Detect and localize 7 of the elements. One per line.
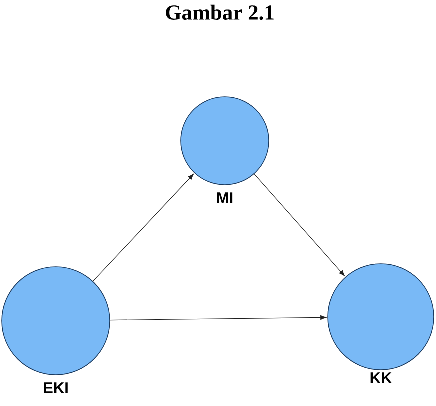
node-label: EKI [44,382,68,394]
title: Gambar 2.1 [166,4,274,20]
arrow [254,174,346,276]
node-label: MI [217,192,233,204]
arrow [110,315,327,321]
node-label: KK [370,372,392,384]
arrow [92,174,194,282]
